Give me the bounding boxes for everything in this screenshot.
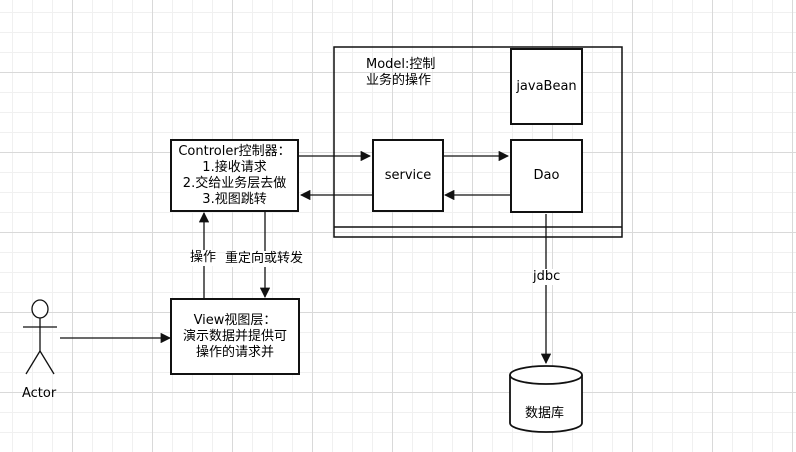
view-line1: View视图层： bbox=[193, 312, 277, 328]
edge-label-redirect: 重定向或转发 bbox=[225, 251, 304, 267]
model-title-line2: 业务的操作 bbox=[366, 73, 432, 88]
view-line2: 演示数据并提供可 bbox=[182, 328, 287, 344]
service-node[interactable]: service bbox=[372, 139, 444, 212]
javabean-label: javaBean bbox=[516, 78, 577, 94]
actor-label: Actor bbox=[22, 386, 57, 401]
javabean-node[interactable]: javaBean bbox=[510, 48, 583, 125]
dao-node[interactable]: Dao bbox=[510, 139, 583, 213]
dao-label: Dao bbox=[533, 168, 560, 183]
controller-line1: Controler控制器： bbox=[178, 143, 291, 159]
controller-line3: 2.交给业务层去做 bbox=[182, 175, 287, 191]
controller-line2: 1.接收请求 bbox=[202, 159, 267, 175]
view-node[interactable]: View视图层： 演示数据并提供可 操作的请求并 bbox=[170, 298, 300, 375]
edge-label-jdbc: jdbc bbox=[533, 269, 561, 285]
controller-node[interactable]: Controler控制器： 1.接收请求 2.交给业务层去做 3.视图跳转 bbox=[170, 139, 299, 212]
database-label: 数据库 bbox=[525, 406, 565, 421]
database-cylinder bbox=[509, 365, 583, 433]
actor-figure bbox=[23, 299, 57, 375]
edge-label-operate: 操作 bbox=[190, 250, 217, 266]
service-label: service bbox=[384, 167, 432, 183]
controller-line4: 3.视图跳转 bbox=[202, 191, 267, 207]
model-title: Model:控制 业务的操作 bbox=[366, 57, 435, 89]
model-title-line1: Model:控制 bbox=[366, 57, 436, 72]
model-container bbox=[333, 46, 623, 238]
view-line3: 操作的请求并 bbox=[195, 344, 274, 360]
